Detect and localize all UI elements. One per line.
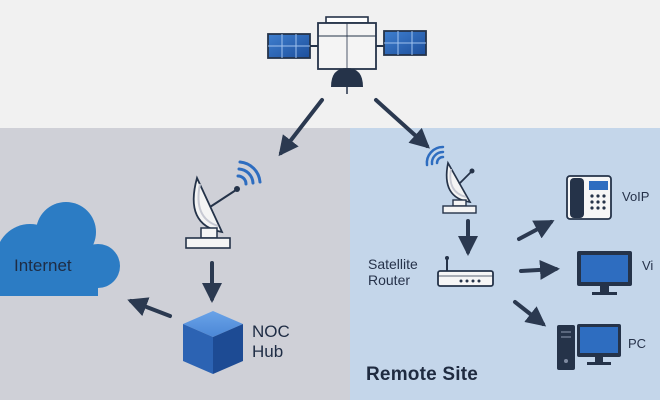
arrow-router-to-pc	[513, 300, 547, 327]
arrow-satellite-to-noc-dish	[278, 98, 324, 157]
monitor-icon	[577, 251, 632, 295]
arrow-satellite-to-remote-dish	[374, 98, 430, 149]
desktop-pc-icon	[557, 324, 621, 370]
noc-hub-label: NOC Hub	[252, 322, 290, 361]
video-label: Vi	[642, 258, 654, 273]
desk-phone-icon	[566, 175, 612, 220]
arrow-hub-to-internet	[127, 297, 172, 318]
satellite-router-label-line2: Router	[368, 272, 411, 289]
remote-site-label: Remote Site	[366, 364, 479, 385]
noc-hub-label-line1: NOC	[252, 322, 290, 341]
satellite-router-label: Satellite Router	[368, 256, 418, 288]
arrow-router-to-voip	[517, 220, 555, 241]
wifi-signal-icon	[425, 145, 445, 167]
cube-icon	[183, 311, 243, 374]
cloud-icon	[0, 202, 120, 296]
satellite-router-label-line1: Satellite	[368, 256, 418, 272]
internet-label: Internet	[14, 256, 72, 275]
satellite-dish-icon	[442, 160, 477, 214]
arrow-router-to-video	[519, 259, 560, 280]
noc-hub-label-line2: Hub	[252, 341, 284, 361]
satellite-dish-icon	[185, 175, 240, 249]
satellite-icon	[267, 16, 427, 94]
wifi-signal-icon	[236, 160, 262, 186]
router-icon	[437, 256, 494, 287]
pc-label: PC	[628, 336, 647, 351]
voip-label: VoIP	[622, 189, 650, 204]
